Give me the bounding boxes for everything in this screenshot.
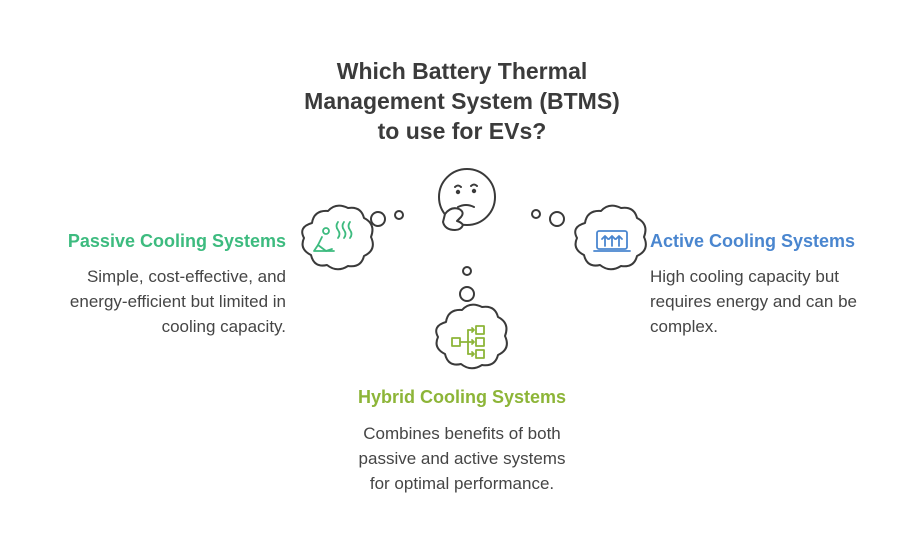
active-description-line-2: requires energy and can be — [650, 292, 857, 311]
active-description-line-1: High cooling capacity but — [650, 267, 840, 286]
person-heat-waves-icon — [313, 221, 353, 252]
passive-description-line-3: cooling capacity. — [161, 317, 286, 336]
page-title: Which Battery Thermal Management System … — [262, 56, 662, 146]
passive-description: Simple, cost-effective, and energy-effic… — [70, 264, 286, 339]
cooling-panel-arrows-icon — [593, 230, 631, 252]
passive-description-line-2: energy-efficient but limited in — [69, 292, 286, 311]
thought-bubbles-left — [370, 210, 404, 227]
hybrid-cloud-shape — [435, 303, 508, 370]
hybrid-description-line-3: for optimal performance. — [369, 474, 555, 493]
title-line-1: Which Battery Thermal — [336, 58, 588, 84]
thought-bubbles-right — [531, 209, 565, 227]
flow-hierarchy-icon — [451, 325, 485, 359]
active-cloud-shape — [574, 204, 647, 271]
title-line-2: Management System (BTMS) — [304, 88, 620, 114]
passive-description-line-1: Simple, cost-effective, and — [86, 267, 286, 286]
hybrid-heading: Hybrid Cooling Systems — [357, 387, 567, 407]
passive-heading: Passive Cooling Systems — [67, 231, 286, 251]
hybrid-description-line-2: passive and active systems — [358, 449, 566, 468]
title-line-3: to use for EVs? — [377, 118, 547, 144]
active-description: High cooling capacity but requires energ… — [650, 264, 857, 339]
thought-bubbles-bottom — [459, 266, 475, 302]
passive-cloud-shape — [301, 204, 374, 271]
active-heading: Active Cooling Systems — [650, 231, 856, 251]
active-description-line-3: complex. — [650, 317, 719, 336]
hybrid-description: Combines benefits of both passive and ac… — [262, 421, 662, 496]
thinking-face-icon — [438, 168, 496, 231]
hybrid-description-line-1: Combines benefits of both — [363, 424, 561, 443]
